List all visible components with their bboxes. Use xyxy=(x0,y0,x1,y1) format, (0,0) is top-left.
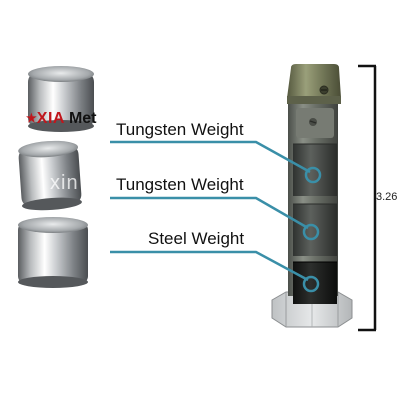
upper-tungsten-cylinder-image xyxy=(28,66,94,132)
height-dimension-bracket xyxy=(358,64,377,332)
steel-cylinder-image xyxy=(18,217,88,288)
logo-brand-text: XIA xyxy=(36,110,65,127)
watermark-text: xin xyxy=(50,172,79,194)
middle-tungsten-cylinder-image xyxy=(18,140,82,211)
callout-upper-tungsten xyxy=(110,140,322,184)
callout-middle-tungsten xyxy=(110,196,320,241)
star-icon: ★ xyxy=(26,111,37,125)
callout-steel xyxy=(110,250,320,293)
upper-tungsten-label: Tungsten Weight xyxy=(116,120,244,139)
steel-weight-label: Steel Weight xyxy=(148,229,245,248)
height-dimension-value: 3.26 xyxy=(376,191,398,203)
weight-housing-assembly xyxy=(271,64,353,328)
middle-tungsten-label: Tungsten Weight xyxy=(116,175,244,194)
logo-suffix-text: Met xyxy=(68,110,97,127)
